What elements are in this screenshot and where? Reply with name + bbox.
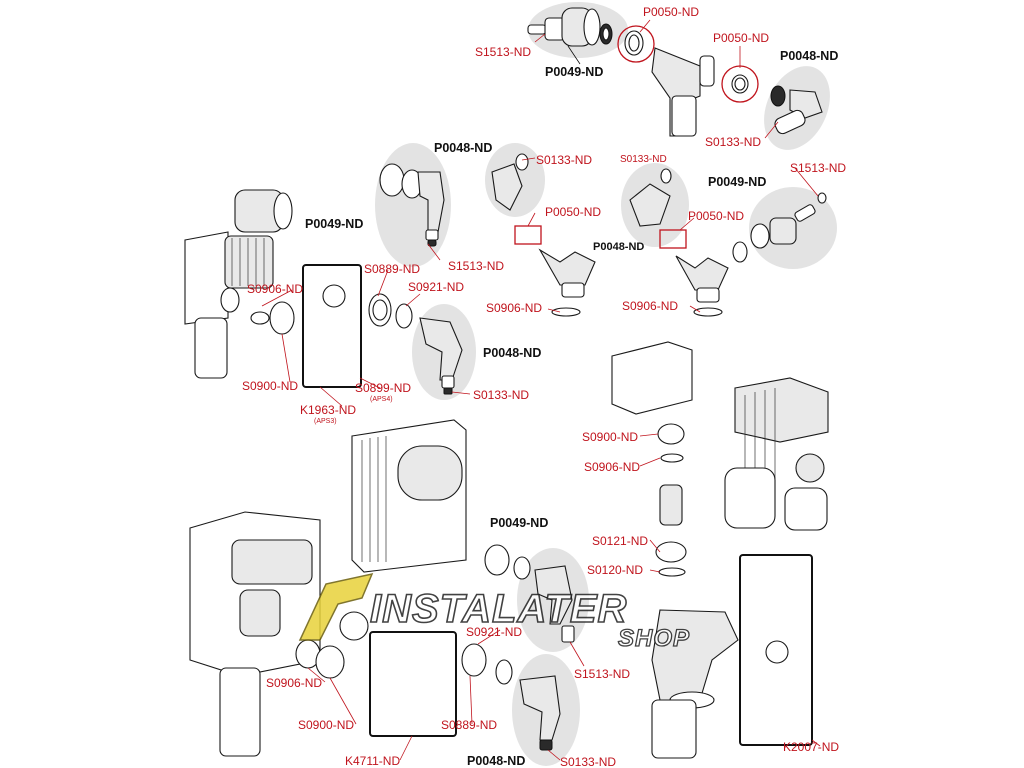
label-s1513-bottom: S1513-ND xyxy=(574,667,630,681)
label-s0906-bottom: S0906-ND xyxy=(266,676,322,690)
plate-hole xyxy=(322,284,346,308)
label-s0921-bottom: S0921-ND xyxy=(466,625,522,639)
label-s0906-mid-b: S0906-ND xyxy=(622,299,678,313)
label-k4711: K4711-ND xyxy=(345,754,400,768)
label-s0133-left: S0133-ND xyxy=(473,388,529,402)
label-k1963: K1963-ND xyxy=(300,403,356,417)
nut-parts xyxy=(368,293,463,395)
cover-plate-k1963 xyxy=(302,264,362,388)
mid-upper-parts xyxy=(379,153,827,317)
label-s0121: S0121-ND xyxy=(592,534,648,548)
watermark-brand: INSTALATER xyxy=(370,587,627,631)
leader-lines xyxy=(261,19,821,761)
label-k2007: K2007-ND xyxy=(783,740,839,754)
label-s0906-left: S0906-ND xyxy=(247,282,303,296)
label-s0133-midleft: S0133-ND xyxy=(536,153,592,167)
right-upper-siphon xyxy=(611,341,829,577)
label-s0133-mid: S0133-ND xyxy=(620,154,667,165)
label-aps3: (APS3) xyxy=(314,418,337,425)
label-s1513-top: S1513-ND xyxy=(475,45,531,59)
top-tee-assembly xyxy=(527,7,823,137)
label-p0050-mid-a: P0050-ND xyxy=(545,205,601,219)
label-p0048-midleft: P0048-ND xyxy=(434,141,492,155)
bottom-right-trap xyxy=(651,609,739,759)
label-p0048-left: P0048-ND xyxy=(483,346,541,360)
label-p0050-mid-b: P0050-ND xyxy=(688,209,744,223)
label-s1513-left: S1513-ND xyxy=(448,259,504,273)
label-p0050-top-a: P0050-ND xyxy=(643,5,699,19)
label-s0899: S0899-ND xyxy=(355,381,411,395)
label-p0049-left: P0049-ND xyxy=(305,217,363,231)
label-s0120: S0120-ND xyxy=(587,563,643,577)
bottom-left-siphon xyxy=(189,419,575,757)
label-s1513-right: S1513-ND xyxy=(790,161,846,175)
label-s0906-mid-a: S0906-ND xyxy=(486,301,542,315)
label-s0133-bottom: S0133-ND xyxy=(560,755,616,768)
label-p0048-top: P0048-ND xyxy=(780,49,838,63)
label-p0049-right: P0049-ND xyxy=(708,175,766,189)
left-siphon-box xyxy=(184,189,295,379)
watermark-sub: SHOP xyxy=(618,625,690,652)
label-p0049-bottom: P0049-ND xyxy=(490,516,548,530)
plate-hole xyxy=(765,640,789,664)
label-s0133-top: S0133-ND xyxy=(705,135,761,149)
cover-plate-k4711 xyxy=(369,631,457,737)
label-s0900-bottom: S0900-ND xyxy=(298,718,354,732)
label-s0889-bottom: S0889-ND xyxy=(441,718,497,732)
label-s0900-right: S0900-ND xyxy=(582,430,638,444)
label-p0050-top-b: P0050-ND xyxy=(713,31,769,45)
part-labels: S1513-ND P0049-ND P0050-ND P0050-ND P004… xyxy=(242,5,846,768)
label-s0921-left: S0921-ND xyxy=(408,280,464,294)
label-aps4: (APS4) xyxy=(370,396,393,403)
label-s0906-right: S0906-ND xyxy=(584,460,640,474)
label-s0889-left: S0889-ND xyxy=(364,262,420,276)
callout-box xyxy=(514,225,542,245)
label-p0049-top: P0049-ND xyxy=(545,65,603,79)
label-s0900-left: S0900-ND xyxy=(242,379,298,393)
label-p0048-bottom: P0048-ND xyxy=(467,754,525,768)
callout-box xyxy=(659,229,687,249)
label-p0048-hidden: P0048-ND xyxy=(593,241,644,253)
callout-circle xyxy=(617,25,655,63)
installater-shop-watermark: INSTALATER SHOP xyxy=(298,572,690,653)
